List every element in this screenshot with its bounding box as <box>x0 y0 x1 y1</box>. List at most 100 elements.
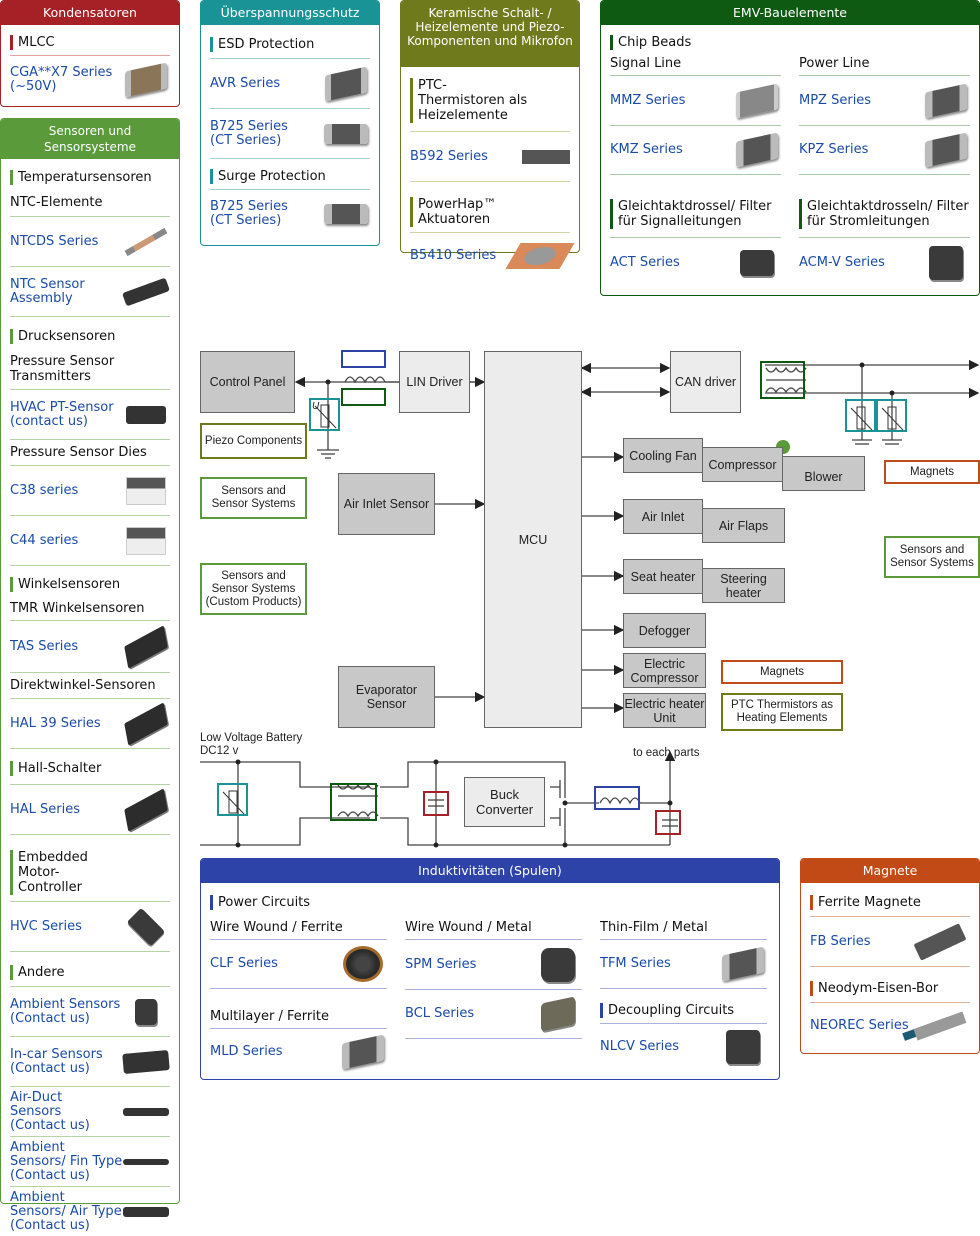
fin-type-item[interactable]: Ambient Sensors/ Fin Type (Contact us) <box>10 1136 170 1186</box>
hvc-link[interactable]: HVC Series <box>10 918 82 934</box>
surge-header: Überspannungsschutz <box>201 1 379 25</box>
ntc-assembly-link[interactable]: NTC Sensor Assembly <box>10 276 85 306</box>
b725-surge-link[interactable]: B725 Series (CT Series) <box>210 198 288 228</box>
ptc-tag[interactable]: PTC Thermistors as Heating Elements <box>721 693 843 731</box>
acm-v-item[interactable]: ACM-V Series <box>799 237 970 287</box>
tfm-link[interactable]: TFM Series <box>600 956 671 971</box>
sensors-custom-tag[interactable]: Sensors and Sensor Systems (Custom Produ… <box>200 563 307 615</box>
mld-item[interactable]: MLD Series <box>210 1028 387 1074</box>
magnets-tag[interactable]: Magnets <box>884 460 980 484</box>
clf-item[interactable]: CLF Series <box>210 939 387 989</box>
hal-link[interactable]: HAL Series <box>10 801 81 817</box>
air-duct-item[interactable]: Air-Duct Sensors (Contact us) <box>10 1086 170 1136</box>
mmz-item[interactable]: MMZ Series <box>610 75 781 125</box>
cga-series-link[interactable]: CGA**X7 Series (~50V) <box>10 64 113 94</box>
air-type-link[interactable]: Ambient Sensors/ Air Type (Contact us) <box>10 1189 122 1233</box>
b592-link[interactable]: B592 Series <box>410 148 488 164</box>
bcl-item[interactable]: BCL Series <box>405 989 582 1039</box>
varistor-highlight <box>217 783 248 816</box>
fb-link[interactable]: FB Series <box>810 933 871 949</box>
surge-panel: Überspannungsschutz ESD Protection AVR S… <box>200 0 380 246</box>
piezo-components-tag[interactable]: Piezo Components <box>200 423 307 459</box>
in-car-link[interactable]: In-car Sensors (Contact us) <box>10 1046 103 1076</box>
b725-surge-item[interactable]: B725 Series (CT Series) <box>210 189 370 237</box>
ntcds-link[interactable]: NTCDS Series <box>10 233 99 249</box>
block-diagram: Control Panel LIN Driver MCU CAN driver … <box>195 340 980 850</box>
ntc-assembly-item[interactable]: NTC Sensor Assembly <box>10 266 171 316</box>
hvac-pt-link[interactable]: HVAC PT-Sensor (contact us) <box>10 399 114 429</box>
hal39-item[interactable]: HAL 39 Series <box>10 698 170 748</box>
b592-item[interactable]: B592 Series <box>410 131 570 181</box>
cga-item[interactable]: CGA**X7 Series (~50V) <box>10 55 170 103</box>
clf-link[interactable]: CLF Series <box>210 956 278 971</box>
sensors-tag[interactable]: Sensors and Sensor Systems <box>200 477 307 519</box>
air-inlet-sensor-block: Air Inlet Sensor <box>338 473 435 535</box>
tas-link[interactable]: TAS Series <box>10 638 79 654</box>
kmz-link[interactable]: KMZ Series <box>610 142 683 157</box>
spm-item[interactable]: SPM Series <box>405 939 582 989</box>
mpz-link[interactable]: MPZ Series <box>799 92 872 108</box>
bcl-link[interactable]: BCL Series <box>405 1006 475 1021</box>
avr-link[interactable]: AVR Series <box>210 75 281 91</box>
b725-esd-item[interactable]: B725 Series (CT Series) <box>210 108 370 158</box>
acm-v-link[interactable]: ACM-V Series <box>799 254 885 270</box>
hall-heading: Hall-Schalter <box>10 761 170 776</box>
spm-link[interactable]: SPM Series <box>405 956 477 972</box>
neorec-item[interactable]: NEOREC Series <box>810 1002 970 1048</box>
ptc-heading: PTC-Thermistoren als Heizelemente <box>410 78 530 123</box>
air-type-item[interactable]: Ambient Sensors/ Air Type (Contact us) <box>10 1186 170 1236</box>
pressure-heading: Drucksensoren <box>10 329 170 344</box>
in-car-item[interactable]: In-car Sensors (Contact us) <box>10 1036 170 1086</box>
kmz-item[interactable]: KMZ Series <box>610 125 781 175</box>
mcu-block: MCU <box>484 351 582 728</box>
power-line-column: Power Line MPZ Series KPZ Series Gleicht… <box>790 56 979 287</box>
hal39-link[interactable]: HAL 39 Series <box>10 715 101 731</box>
c38-link[interactable]: C38 series <box>10 482 79 498</box>
b5410-item[interactable]: B5410 Series <box>410 232 575 278</box>
kpz-item[interactable]: KPZ Series <box>799 125 970 175</box>
capacitors-panel: Kondensatoren MLCC CGA**X7 Series (~50V) <box>0 0 180 107</box>
kpz-link[interactable]: KPZ Series <box>799 142 869 157</box>
angle-heading: Winkelsensoren <box>10 577 170 592</box>
air-duct-sensor-icon <box>122 1092 170 1132</box>
avr-item[interactable]: AVR Series <box>210 58 370 108</box>
cm-choke-highlight <box>760 361 805 399</box>
tfm-item[interactable]: TFM Series <box>600 939 767 989</box>
hvac-pt-item[interactable]: HVAC PT-Sensor (contact us) <box>10 389 170 439</box>
fb-item[interactable]: FB Series <box>810 916 970 966</box>
hal-item[interactable]: HAL Series <box>10 784 170 834</box>
mlcc-chip-icon <box>122 60 170 100</box>
tas-item[interactable]: TAS Series <box>10 620 170 672</box>
fin-type-link[interactable]: Ambient Sensors/ Fin Type (Contact us) <box>10 1139 123 1183</box>
air-duct-link[interactable]: Air-Duct Sensors (Contact us) <box>10 1089 90 1133</box>
b725-esd-link[interactable]: B725 Series (CT Series) <box>210 118 288 148</box>
varistor-highlight <box>876 399 907 432</box>
magnets-tag-2[interactable]: Magnets <box>721 660 843 684</box>
mpz-item[interactable]: MPZ Series <box>799 75 970 125</box>
ambient-sensor-icon <box>123 992 170 1032</box>
neorec-link[interactable]: NEOREC Series <box>810 1017 909 1033</box>
ambient-link[interactable]: Ambient Sensors (Contact us) <box>10 996 121 1026</box>
nlcv-item[interactable]: NLCV Series <box>600 1023 767 1069</box>
ambient-item[interactable]: Ambient Sensors (Contact us) <box>10 986 170 1036</box>
act-item[interactable]: ACT Series <box>610 237 781 287</box>
c44-link[interactable]: C44 series <box>10 532 79 548</box>
b5410-link[interactable]: B5410 Series <box>410 247 497 263</box>
sensors-tag-right[interactable]: Sensors and Sensor Systems <box>884 536 980 578</box>
can-driver-block: CAN driver <box>670 351 741 413</box>
electric-compressor-block: Electric Compressor <box>623 653 706 688</box>
c44-item[interactable]: C44 series <box>10 515 170 565</box>
nlcv-link[interactable]: NLCV Series <box>600 1038 680 1054</box>
mld-link[interactable]: MLD Series <box>210 1043 283 1059</box>
inductors-header: Induktivitäten (Spulen) <box>201 859 779 883</box>
act-link[interactable]: ACT Series <box>610 254 680 270</box>
ntcds-item[interactable]: NTCDS Series <box>10 216 170 266</box>
mmz-link[interactable]: MMZ Series <box>610 92 686 108</box>
bead-chip-icon <box>733 130 781 170</box>
ic-package-icon <box>122 624 170 669</box>
c38-item[interactable]: C38 series <box>10 465 170 515</box>
diagram-wires <box>200 350 980 848</box>
hvc-item[interactable]: HVC Series <box>10 901 170 951</box>
ic-package-icon <box>122 787 170 832</box>
thin-film-chip-icon <box>719 944 767 984</box>
